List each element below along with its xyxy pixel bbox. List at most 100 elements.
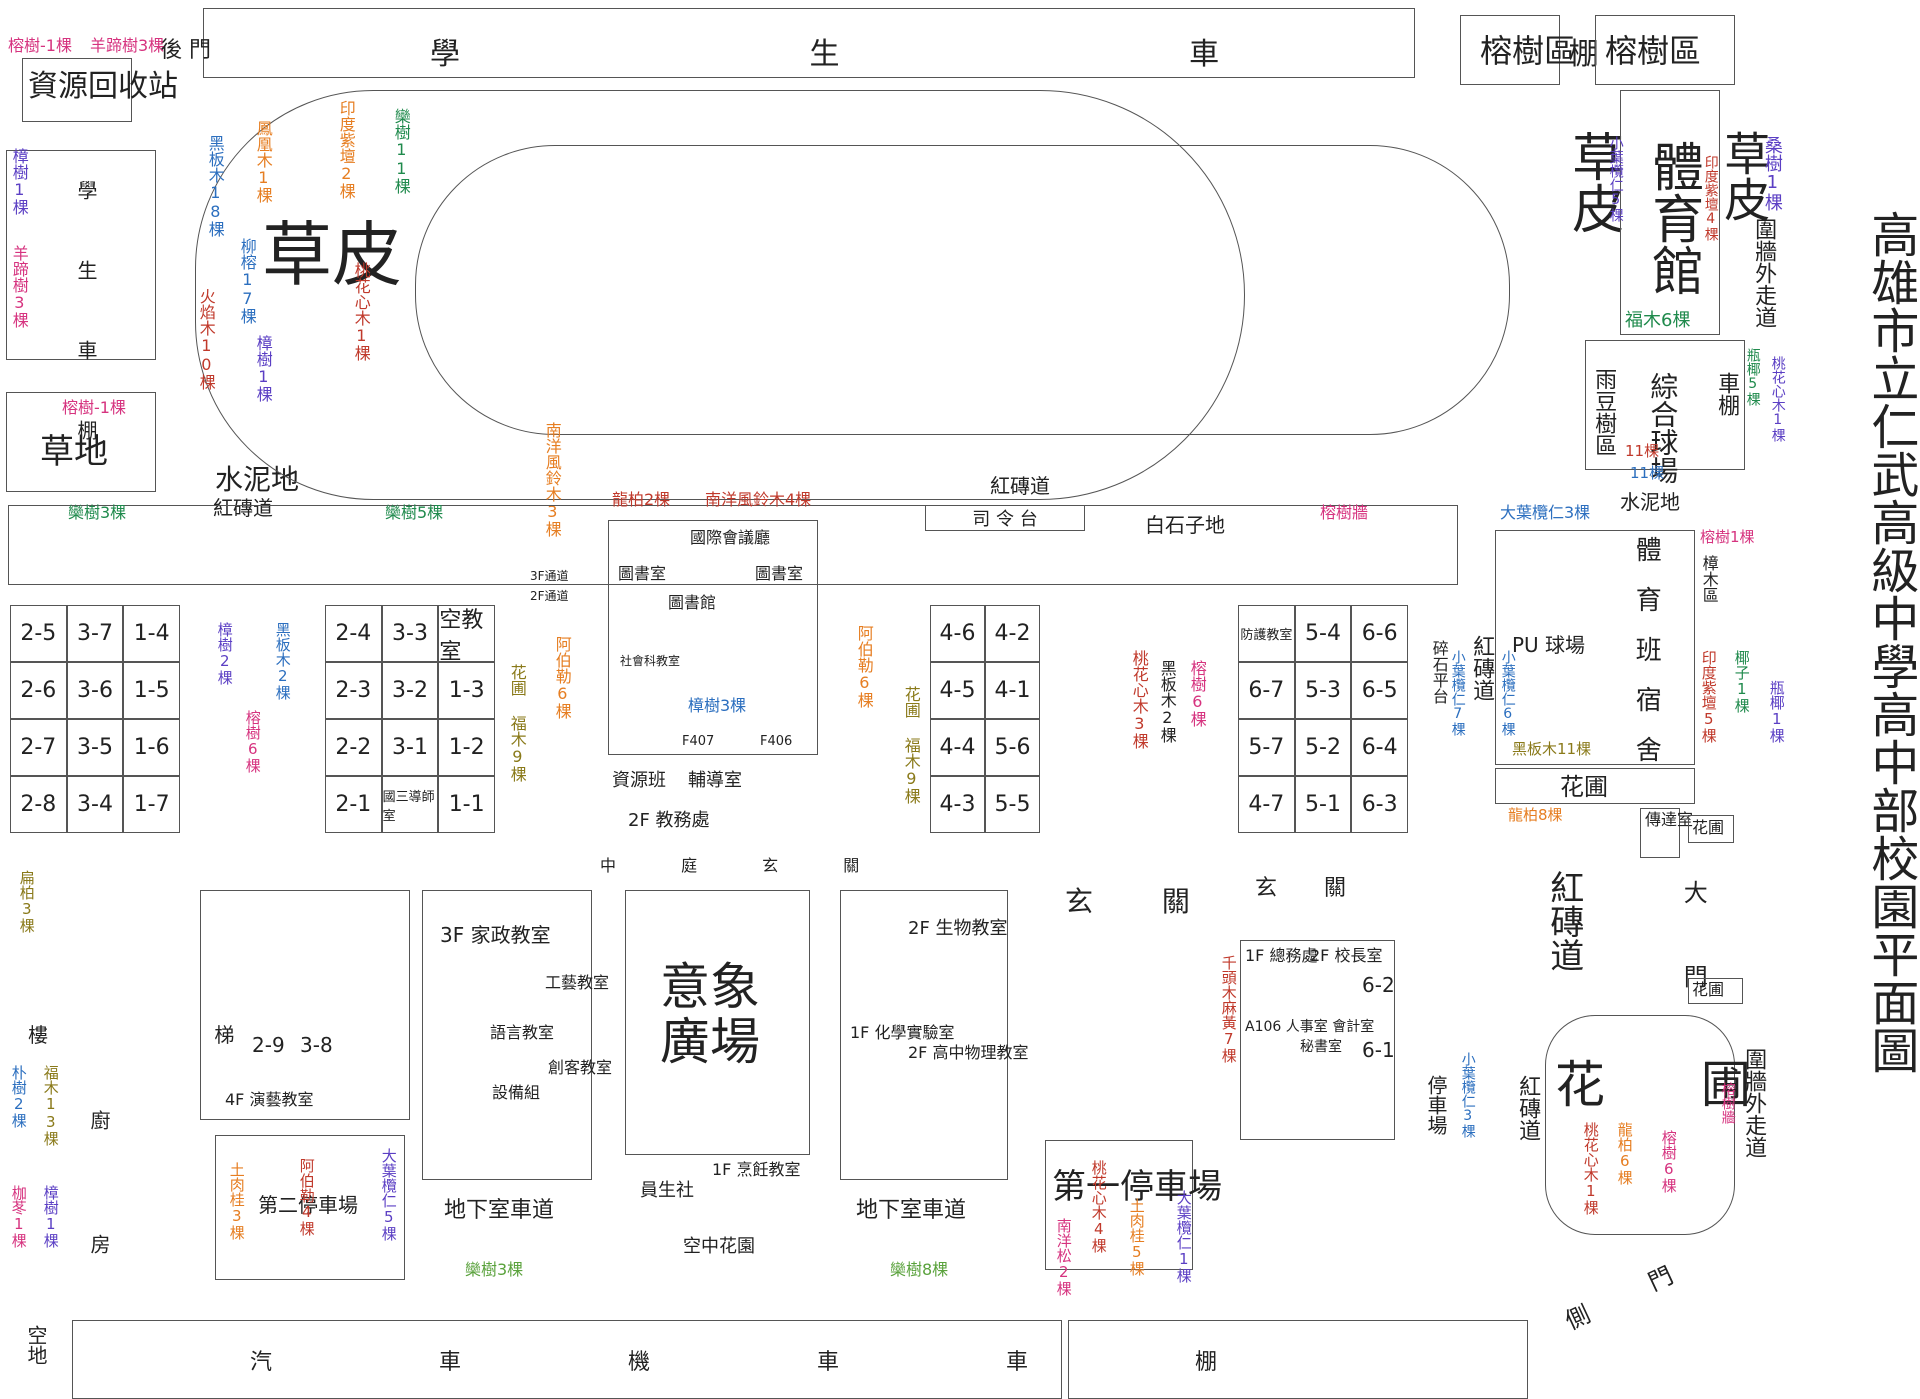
rear-gate[interactable]: 後 門: [160, 38, 211, 63]
center-right-room: 4-5: [930, 662, 985, 719]
left-room: 3-6: [66, 662, 124, 719]
tree-label: 欒樹3棵: [465, 1260, 524, 1279]
page-title: 高雄市立仁武高級中學高中部校園平面圖: [1862, 210, 1919, 1074]
left-room: 1-5: [123, 662, 180, 719]
south-mid-block: [422, 890, 592, 1180]
tree-label: 椰子1棵: [1732, 650, 1751, 713]
grass-land-box: [6, 392, 156, 492]
tree-label: 11棵: [1625, 442, 1660, 460]
tree-label: 桃花心木3棵: [1129, 650, 1149, 749]
garden-c-box: [1688, 978, 1743, 1004]
left-room: 3-4: [66, 776, 124, 833]
mid-room: 國三導師室: [381, 776, 439, 833]
tree-label: 千頭木麻黃7棵: [1219, 955, 1238, 1063]
principal-office: 2F 校長室: [1310, 946, 1383, 965]
student-bike-shed-left: 學 生 車 棚: [74, 180, 98, 458]
banyan-area-2: 榕樹區: [1605, 32, 1702, 70]
right-room: 6-7: [1238, 662, 1295, 719]
garden-b-box: [1688, 815, 1734, 843]
tree-label: 樟木區: [1699, 555, 1719, 603]
left-room: 3-5: [66, 719, 124, 776]
track: [195, 90, 1245, 500]
mid-room: 3-3: [381, 605, 439, 662]
toilet-band: [8, 505, 1458, 585]
tree-label: 朴樹2棵: [9, 1065, 28, 1128]
tree-label: 鳳凰木1棵: [253, 120, 273, 203]
tree-label: 阿伯勒6棵: [854, 625, 874, 708]
gravel: 碎石平台: [1429, 640, 1449, 704]
mid-room: 1-3: [438, 662, 495, 719]
tree-label: 榕樹牆: [1719, 1082, 1736, 1124]
tree-label: 小葉欖仁6棵: [1499, 650, 1516, 736]
tree-label: 印度紫壇5棵: [1699, 650, 1718, 743]
parking-second: 第二停車場: [258, 1193, 358, 1217]
side-gate[interactable]: 側 門: [1560, 1248, 1705, 1336]
mid-room: 2-3: [325, 662, 382, 719]
south-east-block: [840, 890, 1008, 1180]
grass-land: 草地: [40, 432, 108, 472]
tree-label: 土肉桂3棵: [227, 1162, 246, 1240]
resource-room: 資源班: [612, 770, 666, 791]
center-right-room: 4-3: [930, 776, 985, 833]
recycle-station: 資源回收站: [28, 69, 178, 104]
tree-label: 印度紫壇2棵: [336, 100, 356, 199]
tree-label: 樟樹1棵: [253, 335, 273, 402]
tree-label: 桃花心木4棵: [1089, 1160, 1108, 1253]
music-room-2: F406: [760, 734, 793, 749]
center-right-room: 5-6: [985, 719, 1040, 776]
physics-room: 2F 高中物理教室: [908, 1043, 1029, 1062]
tree-label: 小葉欖仁5棵: [1607, 136, 1624, 222]
center-right-room: 4-1: [985, 662, 1040, 719]
stairs: 樓 梯: [28, 1023, 315, 1047]
tree-label: 黑板木18棵: [205, 135, 225, 237]
banyan-area-1-box: [1460, 15, 1560, 85]
rain-tree: 雨豆樹區: [1591, 368, 1617, 456]
tree-label: 榕樹-1棵: [62, 398, 126, 417]
gym: 體育館: [1642, 140, 1703, 296]
grass-big: 草皮: [262, 214, 402, 296]
entrance-right: 玄 關: [1255, 876, 1366, 901]
creative-room: 創客教室: [548, 1058, 613, 1077]
tree-label: 南洋風鈴木4棵: [705, 490, 812, 509]
room-3-8: 3-8: [300, 1033, 333, 1057]
fence-walk-2: 圍牆外走道: [1741, 1048, 1767, 1158]
music-room-1: F407: [682, 734, 715, 749]
center-right-room: 5-5: [985, 776, 1040, 833]
teacher-bike-shed-box: [1068, 1320, 1528, 1399]
tree-label: 龍柏6棵: [1615, 1122, 1634, 1185]
tree-label: 阿伯勒6棵: [552, 636, 572, 719]
passage-2f: 2F通道: [530, 589, 569, 603]
outer-frame-top: [203, 8, 1415, 78]
plaza: 意象廣場: [660, 958, 760, 1071]
tree-label: 羊蹄樹3棵: [9, 245, 29, 328]
center-block: [608, 520, 818, 755]
language-room: 語言教室: [490, 1023, 555, 1042]
tree-label: 樟樹1棵: [9, 148, 29, 215]
banyan-area-1: 榕樹區: [1480, 32, 1577, 70]
tree-label: 阿伯勒4棵: [297, 1158, 316, 1236]
fence-walk: 圍牆外走道: [1751, 218, 1777, 328]
tree-label: 小葉欖仁3棵: [1459, 1052, 1476, 1138]
main-gate[interactable]: 大 門: [1679, 880, 1708, 1004]
tree-label: 瓶椰5棵: [1744, 348, 1761, 406]
mid-room: 1-1: [438, 776, 495, 833]
tree-label: 桃花心木1棵: [1581, 1122, 1600, 1215]
art-room: 4F 演藝教室: [225, 1090, 314, 1109]
social-classroom: 社會科教室: [620, 654, 681, 668]
craft-room: 工藝教室: [545, 973, 610, 992]
passage-3f: 3F通道: [530, 569, 569, 583]
kitchen: 廚 房: [87, 1110, 111, 1294]
tree-label: 花圃 福木9棵: [901, 686, 921, 804]
left-room: 2-6: [10, 662, 67, 719]
tree-label: 柳榕17棵: [237, 238, 257, 324]
mid-room: 空教室: [438, 605, 495, 665]
right-room: 5-3: [1294, 662, 1352, 719]
tree-label: 龍柏2棵: [612, 490, 671, 509]
garden-b: 花圃: [1692, 818, 1725, 837]
parking-first: 第一停車場: [1052, 1167, 1222, 1207]
tree-label: 土肉桂5棵: [1127, 1198, 1146, 1276]
right-room: 防護教室: [1238, 605, 1295, 662]
platform: 司 令 台: [925, 505, 1085, 531]
academic-office: 2F 教務處: [628, 810, 710, 831]
right-room: 4-7: [1238, 776, 1295, 833]
